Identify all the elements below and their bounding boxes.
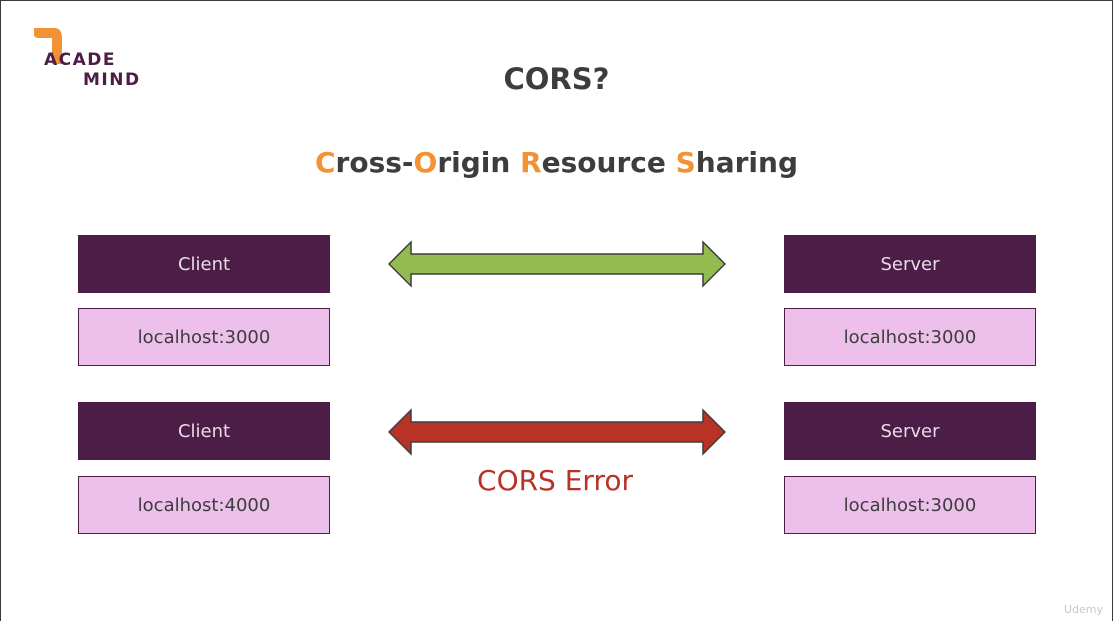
server-box-2: Server — [784, 402, 1036, 460]
cors-error-label: CORS Error — [477, 464, 633, 497]
subtitle-letter-r: R — [520, 146, 542, 179]
slide-title: CORS? — [503, 62, 610, 96]
client-origin-2: localhost:4000 — [137, 494, 271, 516]
logo-mark-icon — [34, 28, 62, 64]
server-box-1: Server — [784, 235, 1036, 293]
subtitle-letter-c: C — [314, 146, 336, 179]
client-box-1: Client — [78, 235, 330, 293]
client-origin-box-1: localhost:3000 — [78, 308, 330, 366]
double-arrow-icon-success — [388, 240, 726, 288]
client-origin-1: localhost:3000 — [137, 326, 271, 348]
server-origin-box-2: localhost:3000 — [784, 476, 1036, 534]
server-label-2: Server — [880, 420, 940, 442]
subtitle-letter-o: O — [413, 146, 438, 179]
subtitle-text-haring: haring — [695, 146, 799, 179]
academind-logo: ACADE MIND — [32, 24, 152, 94]
server-origin-2: localhost:3000 — [843, 494, 977, 516]
double-arrow-icon-error — [388, 408, 726, 456]
server-origin-box-1: localhost:3000 — [784, 308, 1036, 366]
client-box-2: Client — [78, 402, 330, 460]
server-label-1: Server — [880, 253, 940, 275]
udemy-watermark: Udemy — [1063, 603, 1103, 616]
client-label-1: Client — [177, 253, 231, 275]
subtitle-letter-s: S — [675, 146, 696, 179]
client-origin-box-2: localhost:4000 — [78, 476, 330, 534]
logo-line-1: ACADE — [44, 50, 117, 70]
slide-subtitle: Cross-Origin Resource Sharing — [0, 146, 1113, 179]
subtitle-text-esource: esource — [541, 146, 676, 179]
server-origin-1: localhost:3000 — [843, 326, 977, 348]
subtitle-text-rigin: rigin — [437, 146, 521, 179]
client-label-2: Client — [177, 420, 231, 442]
subtitle-text-ross: ross- — [335, 146, 414, 179]
logo-line-2: MIND — [83, 70, 141, 90]
